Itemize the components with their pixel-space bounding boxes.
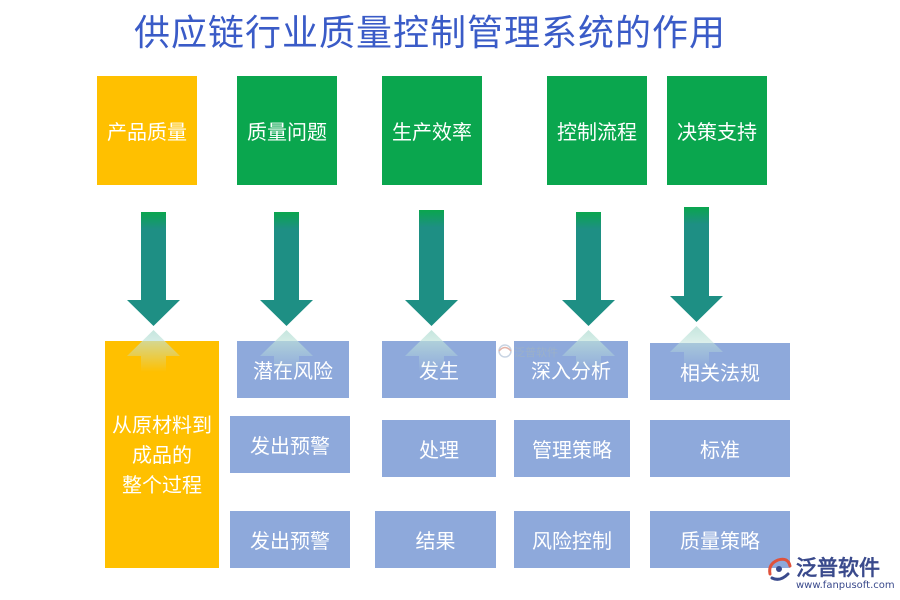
item-efficiency-1: 发生 — [382, 341, 496, 398]
detail-line-2: 成品的 — [132, 442, 192, 467]
item-quality-issues-3: 发出预警 — [230, 511, 350, 568]
watermark-logo-icon — [498, 344, 512, 358]
item-efficiency-3: 结果 — [375, 511, 496, 568]
item-quality-issues-2: 发出预警 — [230, 416, 350, 473]
product-quality-detail: 从原材料到 成品的 整个过程 — [105, 341, 219, 568]
item-control-3: 风险控制 — [514, 511, 630, 568]
item-decision-1: 相关法规 — [650, 343, 790, 400]
header-quality-issues: 质量问题 — [237, 76, 337, 185]
item-decision-2: 标准 — [650, 420, 790, 477]
item-decision-3: 质量策略 — [650, 511, 790, 568]
item-efficiency-2: 处理 — [382, 420, 496, 477]
logo-name: 泛普软件 — [796, 556, 880, 580]
header-product-quality: 产品质量 — [97, 76, 197, 185]
watermark-text: 泛普软件 — [514, 346, 558, 359]
item-control-2: 管理策略 — [514, 420, 630, 477]
header-decision-support: 决策支持 — [667, 76, 767, 185]
logo-url: www.fanpusoft.com — [796, 580, 895, 591]
detail-line-1: 从原材料到 — [112, 412, 212, 437]
diagram-title: 供应链行业质量控制管理系统的作用 — [133, 13, 726, 54]
header-production-efficiency: 生产效率 — [382, 76, 482, 185]
fanpu-logo-icon — [768, 557, 792, 581]
item-quality-issues-1: 潜在风险 — [237, 341, 349, 398]
brand-logo: 泛普软件 www.fanpusoft.com — [764, 552, 895, 598]
detail-line-3: 整个过程 — [122, 472, 202, 497]
header-control-process: 控制流程 — [547, 76, 647, 185]
